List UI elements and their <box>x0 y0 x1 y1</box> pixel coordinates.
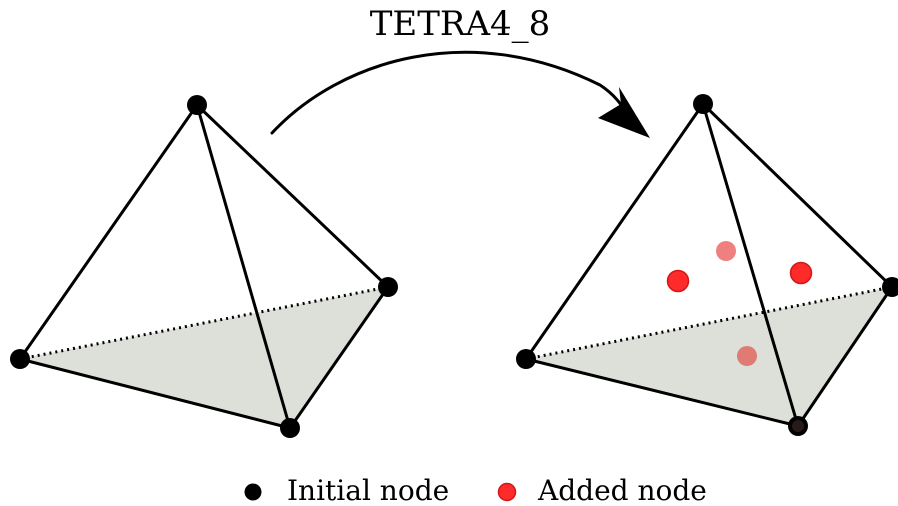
added-node <box>789 261 813 285</box>
transform-arrow-head <box>598 87 650 138</box>
added-node-behind <box>716 241 736 261</box>
base-face-shaded <box>526 287 892 426</box>
transform-arrow <box>270 50 650 138</box>
base-face-shaded <box>20 287 388 428</box>
initial-node <box>378 277 398 297</box>
initial-node <box>10 349 30 369</box>
front-edge <box>195 103 292 430</box>
initial-node <box>693 94 713 114</box>
initial-node <box>882 277 898 297</box>
legend-added-marker <box>497 482 517 502</box>
initial-node <box>516 349 536 369</box>
hidden-edge <box>19 285 389 361</box>
refined-tetrahedron <box>516 94 898 436</box>
front-edge <box>701 102 800 428</box>
initial-node <box>280 418 300 438</box>
legend-added-label: Added node <box>537 474 707 506</box>
legend-initial-label: Initial node <box>287 474 449 506</box>
transform-arrow-shaft <box>270 50 632 135</box>
diagram-title: TETRA4_8 <box>370 4 551 44</box>
legend: Initial node Added node <box>244 474 707 506</box>
added-node-overlay <box>792 420 804 432</box>
initial-tetrahedron <box>10 95 398 438</box>
added-node-back <box>737 346 757 366</box>
legend-initial-marker <box>244 483 262 501</box>
added-node <box>666 269 690 293</box>
initial-node <box>788 416 808 436</box>
initial-node <box>187 95 207 115</box>
hidden-edge <box>525 285 893 361</box>
